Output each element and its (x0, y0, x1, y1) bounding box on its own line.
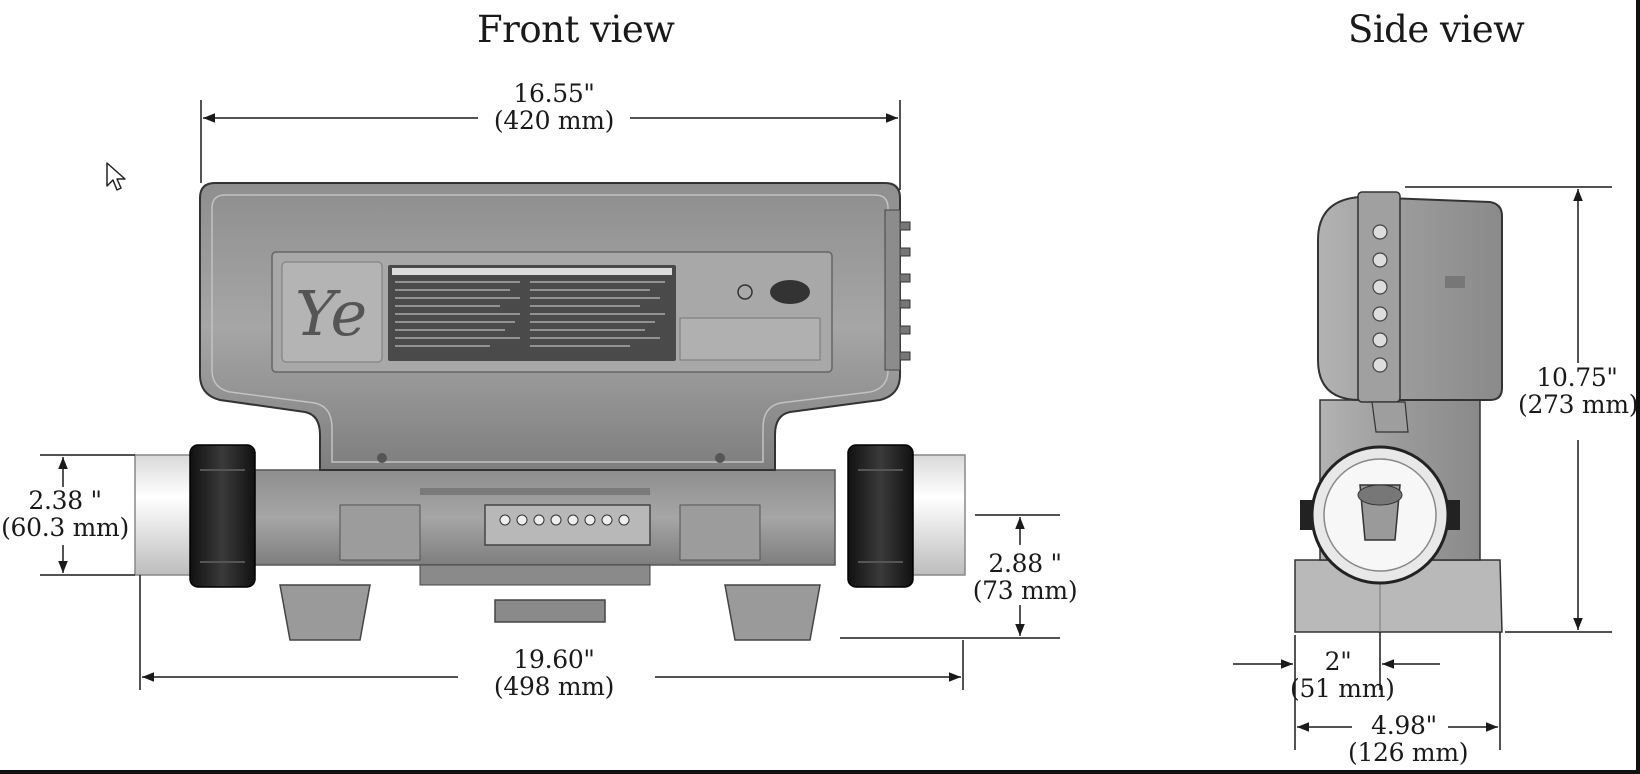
right-border (1636, 0, 1640, 774)
side-enclosure (1317, 195, 1503, 401)
dim-pipe-diameter-metric: (60.3 mm) (1, 513, 129, 542)
dim-side-height-metric: (273 mm) (1518, 390, 1639, 419)
left-union-nut (189, 444, 256, 588)
screw-left (377, 453, 387, 463)
left-foot (279, 584, 371, 641)
dim-front-width-metric: (420 mm) (493, 106, 615, 135)
dim-side-height: 10.75" (273 mm) (1518, 363, 1639, 419)
screw-right (715, 453, 725, 463)
brand-logo-icon (770, 280, 810, 304)
cert-mark-icon (737, 284, 753, 300)
dim-front-overall-imperial: 19.60" (513, 645, 595, 674)
dimension-lines (40, 100, 1612, 750)
dim-front-overall-metric: (498 mm) (493, 672, 615, 701)
dim-front-width-imperial: 16.55" (513, 79, 595, 108)
logo-area (281, 261, 383, 363)
front-view-device: Ye (134, 182, 966, 641)
device-logo: Ye (295, 277, 367, 350)
mouse-pointer-icon (106, 162, 126, 191)
side-view-device (1294, 191, 1503, 633)
bottom-border (0, 770, 1640, 774)
dim-side-depth-imperial: 4.98" (1371, 711, 1437, 740)
dim-pipe-height-imperial: 2.88 " (988, 549, 1062, 578)
side-view-title: Side view (1348, 8, 1525, 51)
dim-side-offset: 2" (51 mm) (1290, 647, 1395, 703)
dim-pipe-height-metric: (73 mm) (972, 576, 1078, 605)
right-pipe (904, 454, 966, 576)
dim-side-offset-metric: (51 mm) (1290, 674, 1395, 703)
warning-header-bar (392, 268, 672, 275)
front-view-title: Front view (477, 8, 675, 51)
dim-pipe-height: 2.88 " (73 mm) (970, 550, 1080, 604)
bottom-tab (494, 599, 606, 623)
dim-side-depth: 4.98" (126 mm) (1348, 711, 1469, 767)
dim-front-width: 16.55" (420 mm) (470, 80, 638, 134)
dim-side-offset-imperial: 2" (1324, 647, 1352, 676)
warning-label (388, 265, 676, 361)
dim-pipe-diameter-imperial: 2.38 " (28, 486, 102, 515)
dim-side-height-imperial: 10.75" (1536, 363, 1618, 392)
connector-pegs (899, 221, 911, 361)
blank-label-box (679, 317, 821, 361)
left-pipe (134, 454, 196, 576)
dim-side-depth-metric: (126 mm) (1348, 738, 1469, 767)
side-pegs (1372, 224, 1388, 373)
right-union-nut (847, 444, 914, 588)
dim-pipe-diameter: 2.38 " (60.3 mm) (0, 487, 130, 541)
right-foot (724, 584, 821, 641)
dim-front-overall: 19.60" (498 mm) (470, 646, 638, 700)
